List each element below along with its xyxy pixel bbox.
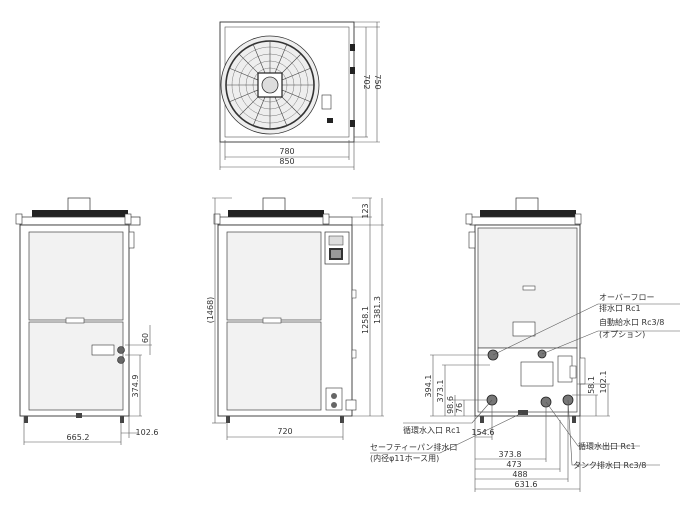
callout-overflow-line1: オーバーフロー xyxy=(599,293,654,302)
dim-394-1: 394.1 xyxy=(424,375,433,398)
callout-autofill-line1: 自動給水口 Rc3/8 xyxy=(599,317,664,327)
dim-702: 702 xyxy=(362,74,371,89)
dim-1381-3: 1381.3 xyxy=(373,296,382,324)
dim-374-9: 374.9 xyxy=(131,375,140,398)
callout-return-inlet: 循環水入口 Rc1 xyxy=(403,425,461,435)
dim-750: 750 xyxy=(373,74,382,89)
dim-154-6: 154.6 xyxy=(472,428,495,437)
dim-473: 473 xyxy=(506,460,521,469)
callout-autofill-line2: (オプション) xyxy=(599,330,645,339)
callout-safety-pan-line1: セーフティーパン排水口 xyxy=(370,442,457,452)
dim-1258-1: 1258.1 xyxy=(361,306,370,334)
dim-123: 123 xyxy=(361,203,370,218)
dim-373-1: 373.1 xyxy=(436,380,445,403)
top-control-box xyxy=(321,94,332,110)
dim-98-6: 98.6 xyxy=(446,396,455,414)
dim-102-6: 102.6 xyxy=(136,428,159,437)
dim-102-1: 102.1 xyxy=(599,371,608,394)
dim-58-1: 58.1 xyxy=(587,376,596,394)
dim-850: 850 xyxy=(279,157,294,166)
front-view: (1468) 123 1258.1 1381.3 720 xyxy=(206,197,384,440)
left-view: 665.2 102.6 60 374.9 xyxy=(15,197,159,445)
rear-view: 394.1 373.1 98.6 76 58.1 102.1 1 xyxy=(370,197,680,492)
dim-631-6: 631.6 xyxy=(515,480,538,489)
dim-665-2: 665.2 xyxy=(67,433,90,442)
callout-safety-pan-line2: (内径φ11ホース用) xyxy=(370,453,439,463)
dim-373-8: 373.8 xyxy=(499,450,522,459)
dim-60: 60 xyxy=(141,333,150,343)
top-view: 780 850 702 750 xyxy=(219,21,382,170)
dim-780: 780 xyxy=(279,147,294,156)
callout-overflow-line2: 排水口 Rc1 xyxy=(599,303,641,313)
fan-icon xyxy=(220,35,320,135)
dim-76: 76 xyxy=(455,403,464,413)
dim-720: 720 xyxy=(277,427,292,436)
dim-488: 488 xyxy=(512,470,527,479)
callout-tank-drain: タンク排水口 Rc3/8 xyxy=(573,460,646,470)
callout-supply-outlet: 循環水出口 Rc1 xyxy=(578,441,636,451)
dim-1468: (1468) xyxy=(206,297,215,324)
